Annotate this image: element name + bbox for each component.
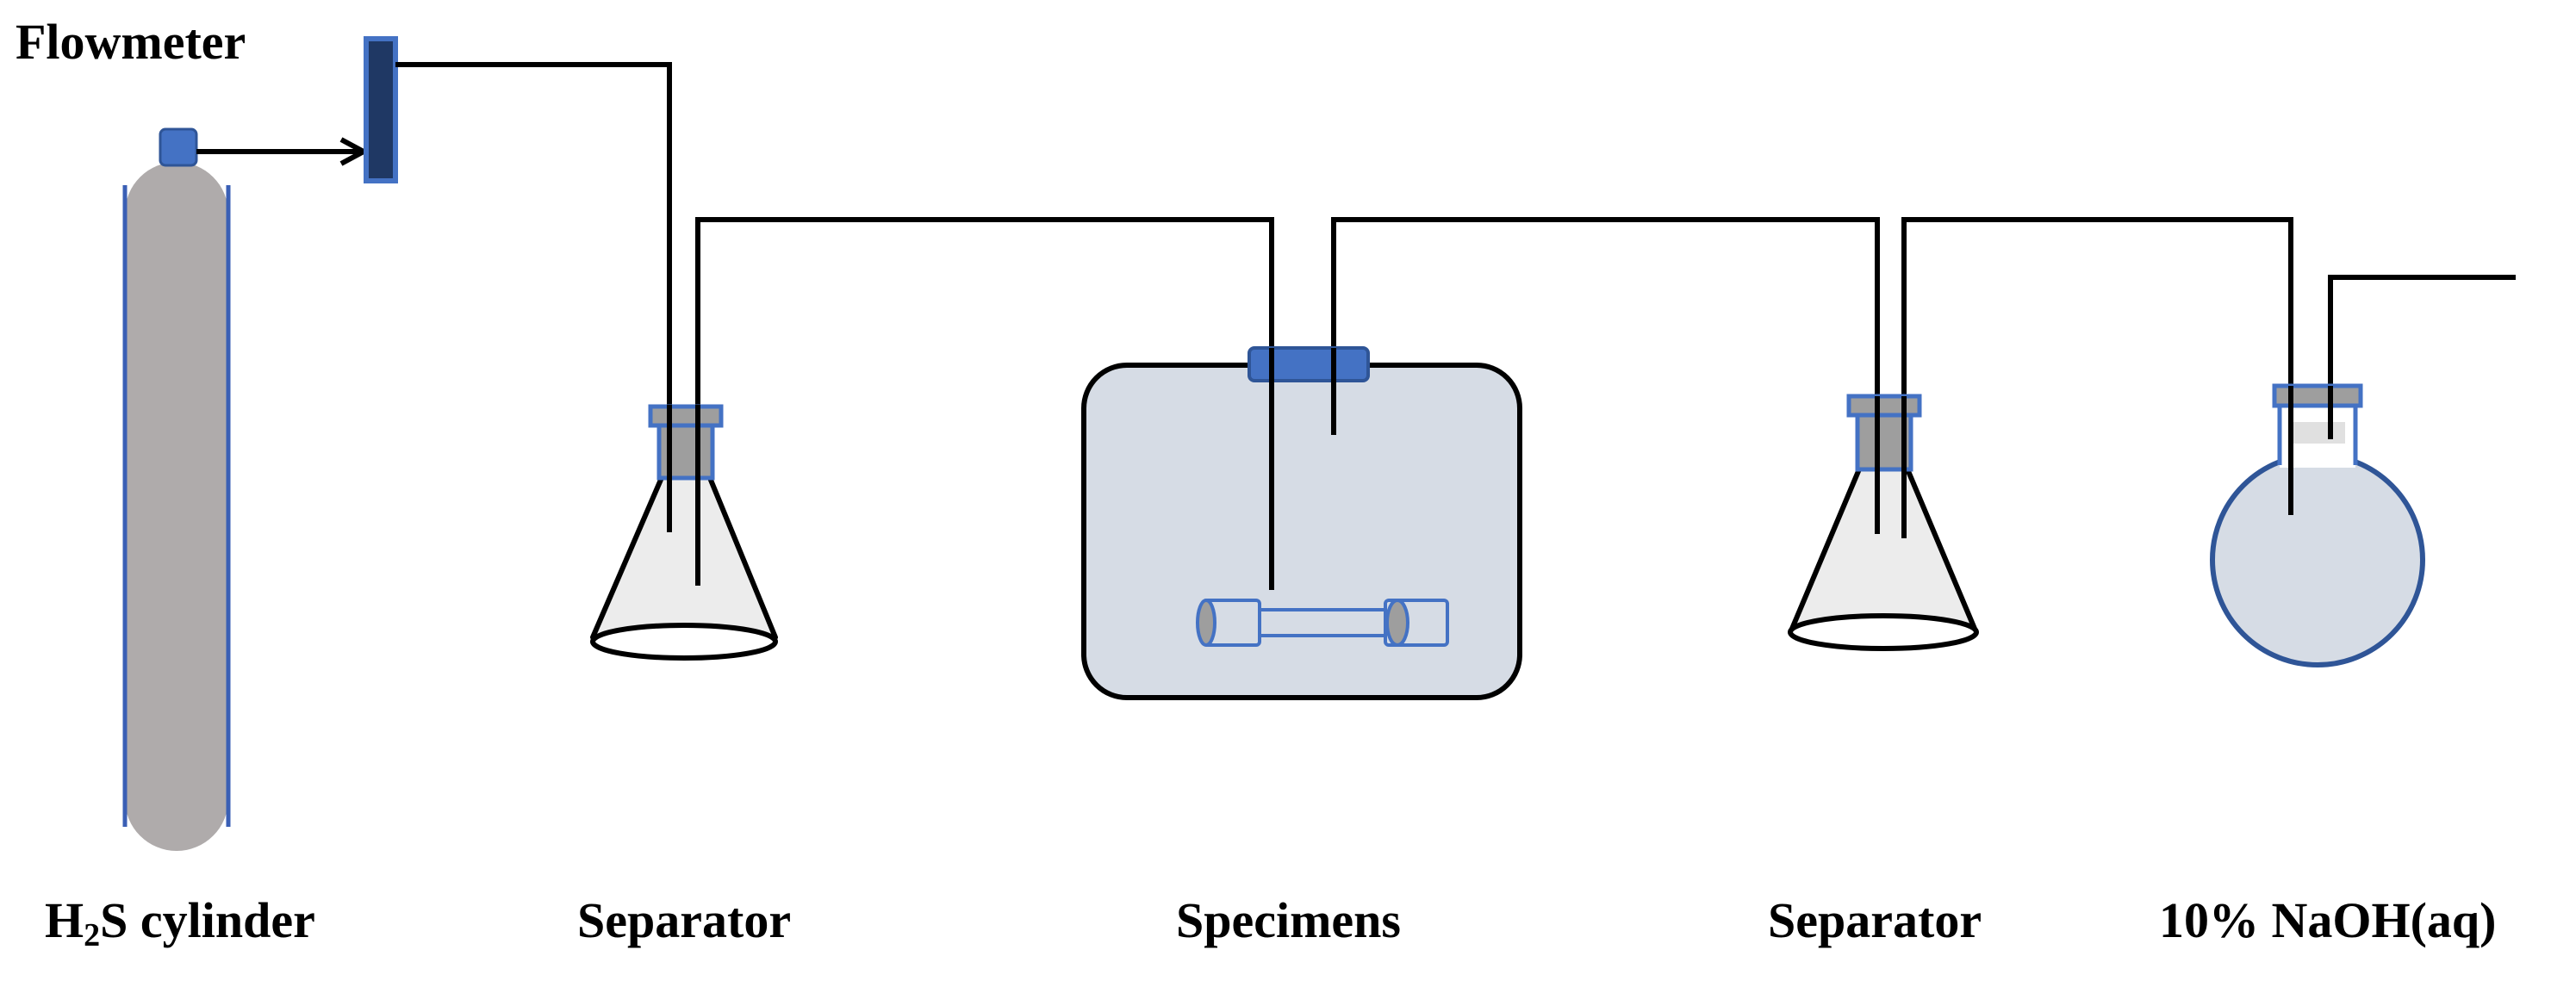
flowmeter-label-text: Flowmeter [16, 14, 246, 70]
cylinder-label-subscript: 2 [84, 917, 101, 953]
naoh-label-text: 10% NaOH(aq) [2159, 892, 2497, 948]
cylinder-label-prefix: H [45, 892, 84, 948]
flowmeter [364, 36, 398, 183]
pipe-exhaust-outlet [2328, 275, 2516, 439]
chamber-box [1081, 363, 1522, 700]
flask-stopper-cap [2272, 383, 2363, 408]
h2s-cylinder [122, 127, 231, 851]
chamber-lid-port [1248, 346, 1370, 382]
pipe-specimen-chamber-to-separator-2 [1331, 217, 1880, 534]
flask-stopper-cap [1846, 394, 1922, 418]
specimen-end-left-face [1196, 599, 1216, 647]
flowmeter-label: Flowmeter [16, 17, 246, 67]
flask-body [590, 471, 778, 640]
specimens-label: Specimens [1176, 896, 1401, 946]
separator-2-label-text: Separator [1768, 892, 1982, 948]
specimens-label-text: Specimens [1176, 892, 1401, 948]
flask-neck-shade [2292, 422, 2345, 444]
separator-1-label: Separator [577, 896, 791, 946]
specimen-chamber [1081, 346, 1522, 700]
pipe-flowmeter-to-separator-1 [395, 62, 672, 532]
flask-body [1789, 462, 1977, 631]
naoh-flask [2210, 383, 2425, 667]
flask-bulb [2210, 452, 2425, 667]
specimens [1196, 599, 1449, 647]
specimen-end-right-face [1385, 599, 1409, 647]
cylinder-body [125, 162, 228, 851]
flask-stopper-cap [648, 404, 724, 428]
cylinder-to-flowmeter-arrow [196, 137, 370, 166]
separator-1-label-text: Separator [577, 892, 792, 948]
naoh-label: 10% NaOH(aq) [2159, 896, 2497, 946]
pipe-separator-2-to-naoh-flask [1901, 217, 2293, 538]
cylinder-valve [159, 127, 198, 167]
separator-2-label: Separator [1768, 896, 1982, 946]
h2s-cylinder-label: H2S cylinder [45, 896, 315, 953]
specimen-rod [1258, 608, 1391, 637]
separator-flask-1 [590, 404, 778, 661]
cylinder-label-suffix: S cylinder [100, 892, 315, 948]
flask-base [1788, 613, 1979, 651]
separator-flask-2 [1788, 394, 1979, 651]
flask-base [590, 623, 778, 661]
